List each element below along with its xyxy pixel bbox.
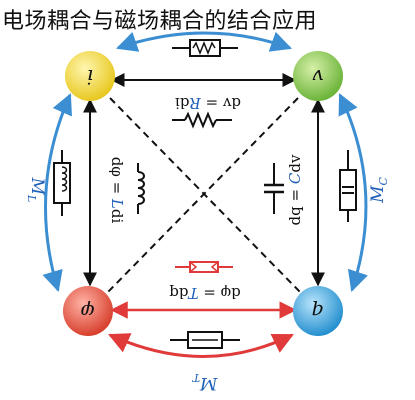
node-phi: φ <box>63 286 113 336</box>
node-q: q <box>293 286 343 336</box>
memristor-inductor-left <box>53 150 71 216</box>
memristor-capacitor-right <box>339 150 357 222</box>
label-m-t: MT <box>191 371 218 393</box>
svg-text:MC: MC <box>368 177 390 204</box>
relation-bottom: dφ = Tdq <box>169 284 241 302</box>
svg-text:dφ = Ldi: dφ = Ldi <box>108 157 126 224</box>
memristor-symbol-top <box>172 39 238 57</box>
capacitor-symbol <box>264 163 284 214</box>
outer-arc-top <box>116 31 292 52</box>
memristor-symbol-bottom <box>175 261 233 273</box>
outer-arc-left <box>42 93 72 293</box>
svg-text:φ: φ <box>81 300 95 324</box>
svg-text:dq = Cdv: dq = Cdv <box>286 154 304 225</box>
resistor-symbol <box>172 111 232 129</box>
outer-arc-bottom <box>108 333 294 358</box>
relation-right: dq = Cdv <box>286 154 304 225</box>
svg-text:v: v <box>312 65 324 89</box>
inductor-symbol <box>137 163 145 214</box>
svg-text:MT: MT <box>191 371 218 393</box>
memristor-bottom-outer <box>170 331 240 349</box>
svg-text:ML: ML <box>25 177 47 203</box>
page-title: 电场耦合与磁场耦合的结合应用 <box>2 9 318 34</box>
diagonal-v-phi <box>107 97 299 293</box>
svg-text:dv = Rdi: dv = Rdi <box>175 94 241 112</box>
relation-left: dφ = Ldi <box>108 157 126 224</box>
label-m-c: MC <box>368 177 390 204</box>
svg-text:q: q <box>312 300 325 324</box>
node-i: i <box>65 51 115 101</box>
svg-text:dφ = Tdq: dφ = Tdq <box>169 284 241 302</box>
relation-top: dv = Rdi <box>175 94 241 112</box>
label-m-l: ML <box>25 177 47 203</box>
diagonal-i-q <box>109 97 301 293</box>
outer-arc-right <box>338 93 368 292</box>
node-v: v <box>293 51 343 101</box>
svg-text:i: i <box>87 65 93 89</box>
